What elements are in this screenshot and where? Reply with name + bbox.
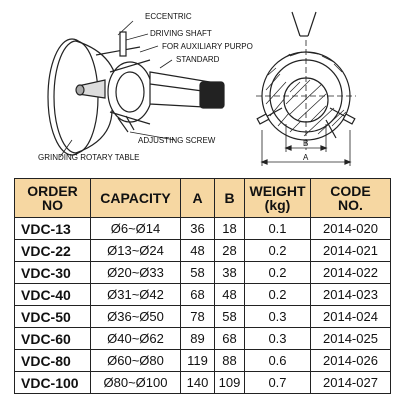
callout-standard: STANDARD xyxy=(176,55,220,64)
header-code-line2: NO. xyxy=(338,197,363,213)
callout-adjusting-screw: ADJUSTING SCREW xyxy=(138,136,216,145)
cell-capacity: Ø80~Ø100 xyxy=(90,371,181,394)
cell-b: 109 xyxy=(214,371,245,394)
cell-order-no: VDC-13 xyxy=(14,217,91,240)
cell-order-no: VDC-50 xyxy=(14,305,91,328)
cell-a: 89 xyxy=(180,327,215,350)
table-row: VDC-22 Ø13~Ø24 48 28 0.2 2014-021 xyxy=(14,239,391,262)
cell-order-no: VDC-22 xyxy=(14,239,91,262)
header-b: B xyxy=(214,178,245,218)
header-order-no: ORDER NO xyxy=(14,178,91,218)
callout-grinding-rotary-table: GRINDING ROTARY TABLE xyxy=(38,153,140,162)
cell-a: 78 xyxy=(180,305,215,328)
header-code-no: CODE NO. xyxy=(310,178,391,218)
cell-code-no: 2014-026 xyxy=(310,349,391,372)
cell-code-no: 2014-024 xyxy=(310,305,391,328)
cell-b: 38 xyxy=(214,261,245,284)
header-weight: WEIGHT (kg) xyxy=(244,178,311,218)
cell-capacity: Ø6~Ø14 xyxy=(90,217,181,240)
header-capacity: CAPACITY xyxy=(90,178,181,218)
table-row: VDC-50 Ø36~Ø50 78 58 0.3 2014-024 xyxy=(14,305,391,328)
cell-order-no: VDC-30 xyxy=(14,261,91,284)
dimension-label-b: B xyxy=(303,139,308,148)
cell-code-no: 2014-025 xyxy=(310,327,391,350)
cell-a: 58 xyxy=(180,261,215,284)
cell-a: 36 xyxy=(180,217,215,240)
vcenter-assembly-illustration xyxy=(47,20,225,158)
table-row: VDC-30 Ø20~Ø33 58 38 0.2 2014-022 xyxy=(14,261,391,284)
cell-weight: 0.2 xyxy=(244,239,311,262)
cell-capacity: Ø13~Ø24 xyxy=(90,239,181,262)
cell-capacity: Ø20~Ø33 xyxy=(90,261,181,284)
cell-b: 88 xyxy=(214,349,245,372)
cell-b: 58 xyxy=(214,305,245,328)
cell-code-no: 2014-022 xyxy=(310,261,391,284)
cell-b: 28 xyxy=(214,239,245,262)
header-weight-line1: WEIGHT xyxy=(249,183,306,199)
cell-code-no: 2014-023 xyxy=(310,283,391,306)
header-order-line2: NO xyxy=(42,197,63,213)
cell-a: 48 xyxy=(180,239,215,262)
header-code-line1: CODE xyxy=(330,183,371,199)
specification-table: ORDER NO CAPACITY A B WEIGHT (kg) CODE N… xyxy=(14,178,391,394)
cell-weight: 0.7 xyxy=(244,371,311,394)
callout-eccentric: ECCENTRIC xyxy=(145,12,192,21)
cell-weight: 0.6 xyxy=(244,349,311,372)
table-row: VDC-13 Ø6~Ø14 36 18 0.1 2014-020 xyxy=(14,217,391,240)
cell-order-no: VDC-100 xyxy=(14,371,91,394)
cell-capacity: Ø40~Ø62 xyxy=(90,327,181,350)
cell-order-no: VDC-60 xyxy=(14,327,91,350)
cell-code-no: 2014-020 xyxy=(310,217,391,240)
header-order-line1: ORDER xyxy=(27,183,78,199)
cell-capacity: Ø60~Ø80 xyxy=(90,349,181,372)
cell-b: 18 xyxy=(214,217,245,240)
dimension-label-a: A xyxy=(303,153,309,162)
cell-a: 68 xyxy=(180,283,215,306)
cell-code-no: 2014-021 xyxy=(310,239,391,262)
header-a: A xyxy=(180,178,215,218)
cell-weight: 0.3 xyxy=(244,305,311,328)
table-row: VDC-40 Ø31~Ø42 68 48 0.2 2014-023 xyxy=(14,283,391,306)
table-header-row: ORDER NO CAPACITY A B WEIGHT (kg) CODE N… xyxy=(14,178,391,218)
cell-weight: 0.2 xyxy=(244,283,311,306)
table-row: VDC-60 Ø40~Ø62 89 68 0.3 2014-025 xyxy=(14,327,391,350)
cell-b: 68 xyxy=(214,327,245,350)
cell-order-no: VDC-80 xyxy=(14,349,91,372)
cell-a: 119 xyxy=(180,349,215,372)
cell-weight: 0.1 xyxy=(244,217,311,240)
cell-capacity: Ø36~Ø50 xyxy=(90,305,181,328)
cell-weight: 0.2 xyxy=(244,261,311,284)
cell-b: 48 xyxy=(214,283,245,306)
cell-order-no: VDC-40 xyxy=(14,283,91,306)
table-row: VDC-100 Ø80~Ø100 140 109 0.7 2014-027 xyxy=(14,371,391,394)
section-diagram xyxy=(256,11,356,166)
callout-auxiliary-purpose: FOR AUXILIARY PURPO xyxy=(162,42,253,51)
cell-capacity: Ø31~Ø42 xyxy=(90,283,181,306)
cell-a: 140 xyxy=(180,371,215,394)
technical-drawing: ECCENTRIC DRIVING SHAFT FOR AUXILIARY PU… xyxy=(38,11,356,166)
cell-code-no: 2014-027 xyxy=(310,371,391,394)
header-weight-line2: (kg) xyxy=(264,197,291,213)
cell-weight: 0.3 xyxy=(244,327,311,350)
table-row: VDC-80 Ø60~Ø80 119 88 0.6 2014-026 xyxy=(14,349,391,372)
callout-driving-shaft: DRIVING SHAFT xyxy=(150,29,212,38)
